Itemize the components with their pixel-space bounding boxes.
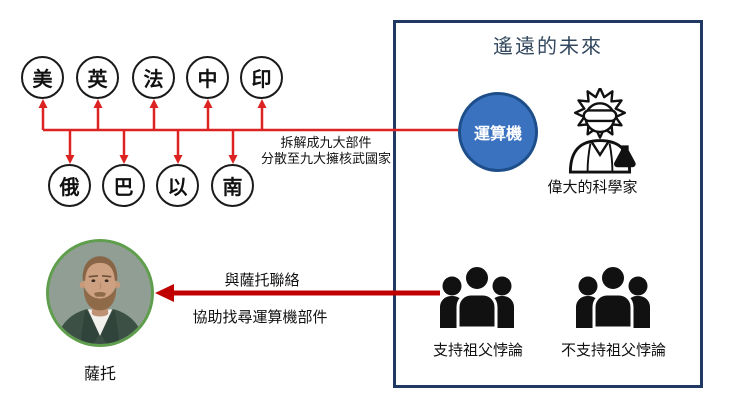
country-node-israel: 以 bbox=[156, 164, 199, 207]
country-node-us: 美 bbox=[21, 56, 64, 99]
country-node-russia: 俄 bbox=[48, 164, 91, 207]
scientist-goggles bbox=[582, 109, 618, 123]
sator-portrait-art bbox=[49, 242, 151, 344]
support-people-group-icon bbox=[440, 264, 514, 330]
sator-name-label: 薩托 bbox=[83, 366, 116, 383]
mad-scientist-icon bbox=[568, 88, 636, 174]
country-node-china: 中 bbox=[186, 56, 229, 99]
disperse-note-line2: 分散至九大擁核武國家 bbox=[260, 151, 391, 166]
sator-photo bbox=[46, 239, 154, 347]
find-parts-text: 協助找尋運算機部件 bbox=[192, 309, 328, 326]
scientist-label: 偉大的科學家 bbox=[547, 179, 638, 196]
country-node-south-africa: 南 bbox=[211, 164, 254, 207]
oppose-group-label: 不支持祖父悖論 bbox=[560, 342, 666, 359]
country-node-france: 法 bbox=[132, 56, 175, 99]
contact-sator-text: 與薩托聯絡 bbox=[224, 272, 300, 289]
scientist-flask bbox=[614, 145, 636, 168]
distant-future-box bbox=[393, 20, 703, 388]
algorithm-machine-node: 運算機 bbox=[458, 92, 538, 172]
country-node-pakistan: 巴 bbox=[102, 164, 145, 207]
oppose-people-group-icon bbox=[576, 264, 650, 330]
future-box-title: 遙遠的未來 bbox=[493, 36, 603, 58]
network-arrowheads bbox=[38, 99, 267, 164]
disperse-note-line1: 拆解成九大部件 bbox=[280, 135, 372, 150]
country-node-uk: 英 bbox=[76, 56, 119, 99]
disperse-note: 拆解成九大部件 分散至九大擁核武國家 bbox=[256, 135, 396, 167]
support-group-label: 支持祖父悖論 bbox=[432, 342, 523, 359]
country-node-india: 印 bbox=[240, 56, 283, 99]
